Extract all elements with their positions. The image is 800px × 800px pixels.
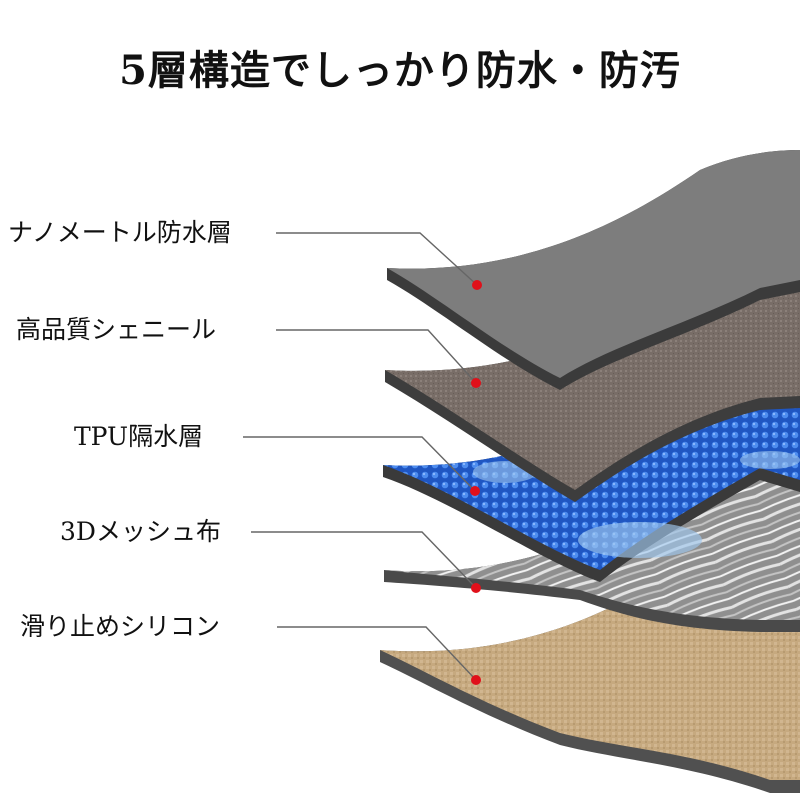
page-title: 5層構造でしっかり防水・防汚 — [119, 47, 681, 94]
callout-line — [277, 626, 477, 681]
water-droplet-icon — [740, 451, 800, 469]
marker-dot — [471, 675, 481, 685]
label-tpu-layer: TPU隔水層 — [74, 422, 204, 451]
callout-line — [276, 329, 477, 384]
callout-line — [276, 232, 478, 286]
marker-dot — [472, 280, 482, 290]
marker-dot — [471, 378, 481, 388]
marker-dot — [471, 583, 481, 593]
label-chenille: 高品質シェニール — [16, 315, 217, 344]
marker-dot — [470, 486, 480, 496]
label-3d-mesh: 3Dメッシュ布 — [60, 517, 221, 546]
callout-line — [243, 436, 476, 492]
label-nano-waterproof-layer: ナノメートル防水層 — [8, 218, 232, 247]
label-anti-slip-silicone: 滑り止めシリコン — [20, 612, 221, 641]
callout-lines — [243, 232, 478, 681]
water-droplet-icon — [578, 522, 702, 558]
markers — [470, 280, 482, 685]
callout-line — [251, 531, 477, 589]
layer-nano — [387, 150, 800, 390]
